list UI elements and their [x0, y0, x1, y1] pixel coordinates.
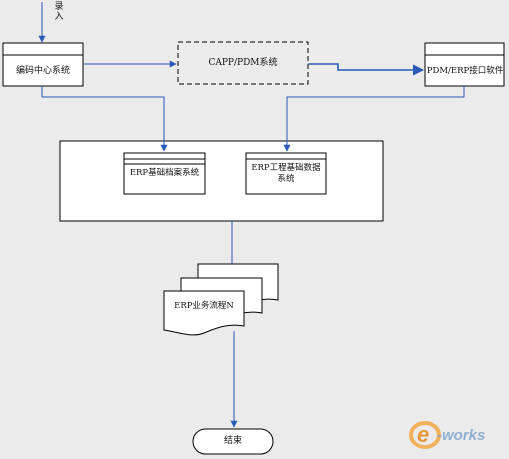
- pdm-erp-interface-box: [424, 42, 505, 87]
- e-works-watermark-logo: e -works: [409, 421, 485, 449]
- end-label: 结束: [223, 436, 242, 446]
- erp-archive-box: [123, 152, 206, 195]
- input-label: 录入: [54, 2, 64, 22]
- pdm-erp-interface-label: PDM/ERP接口软件: [426, 66, 504, 76]
- end-terminator: [192, 428, 274, 455]
- capp-pdm-label: CAPP/PDM系统: [208, 58, 278, 68]
- code-center-box: [2, 42, 84, 87]
- erp-container: [59, 140, 384, 222]
- svg-text:e: e: [417, 422, 429, 447]
- code-center-label: 编码中心系统: [15, 66, 70, 76]
- erp-engineering-box: [245, 152, 327, 195]
- erp-engineering-label-line1: ERP工程基础数据: [251, 163, 321, 173]
- svg-text:-works: -works: [437, 427, 485, 444]
- arrow-code-to-archive: [41, 86, 168, 152]
- arrow-capp-to-interface: [308, 63, 425, 76]
- erp-engineering-label-line2: 系统: [277, 174, 295, 184]
- capp-pdm-box: [177, 41, 309, 85]
- erp-business-flow-label: ERP业务流程N: [174, 301, 234, 311]
- erp-business-flow-documents: [163, 263, 279, 336]
- erp-archive-label: ERP基础档案系统: [129, 168, 200, 178]
- arrow-interface-to-engineering: [283, 86, 465, 152]
